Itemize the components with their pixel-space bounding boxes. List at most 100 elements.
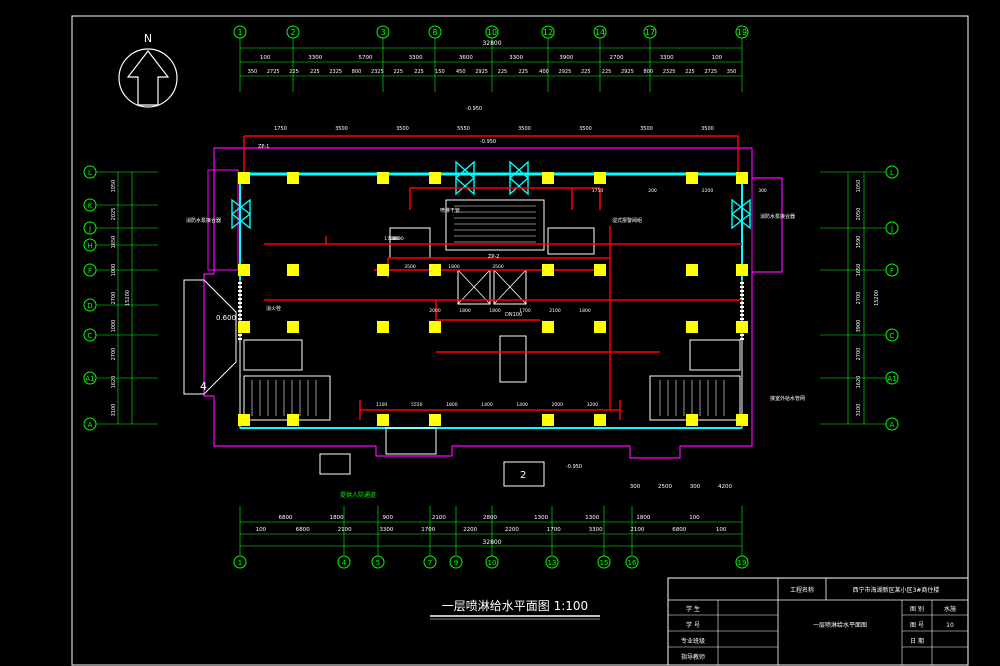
grid-label-left: L bbox=[88, 169, 92, 177]
grid-label-right: A bbox=[890, 421, 895, 429]
dim-bottom-upper: 2800 bbox=[483, 515, 497, 521]
dim-top-fine: 225 bbox=[518, 69, 528, 75]
level-left: 0.600 bbox=[216, 314, 236, 322]
dim-top-fine: 350 bbox=[727, 69, 737, 75]
dim-bottom-lower: 100 bbox=[716, 527, 727, 533]
structural-column bbox=[429, 172, 441, 184]
dim-bottom-lower: 100 bbox=[256, 527, 267, 533]
note-hydrant: 消火栓 bbox=[266, 305, 281, 312]
tb-project-name: 西宁市海湖新区某小区3#商住楼 bbox=[853, 586, 940, 594]
structural-column bbox=[287, 414, 299, 426]
dim-bottom-lower: 6800 bbox=[672, 527, 686, 533]
note-spray-main: 喷淋干管 bbox=[440, 207, 460, 214]
structural-column bbox=[736, 172, 748, 184]
dim-bottom-upper: 2100 bbox=[432, 515, 446, 521]
dim-left: 1650 bbox=[111, 236, 117, 249]
dim-top-fine: 800 bbox=[643, 69, 653, 75]
dim-top-fine: 2925 bbox=[621, 69, 634, 75]
core-stair bbox=[445, 199, 545, 251]
grid-label-left: F bbox=[88, 267, 92, 275]
dim-plan: 5550 bbox=[457, 126, 470, 132]
dim-plan: 3500 bbox=[640, 126, 653, 132]
note-fire-inlet-right: 消防水泵接合器 bbox=[760, 213, 795, 220]
drawing-title: 一层喷淋给水平面图 1:100 bbox=[442, 599, 588, 613]
title-block: 工程名称 西宁市海湖新区某小区3#商住楼 学 生 学 号 专业班级 指导教师 一… bbox=[667, 577, 969, 666]
dim-top-fine: 225 bbox=[685, 69, 695, 75]
grid-label-right: F bbox=[890, 267, 894, 275]
note-pipe-b: ZP-2 bbox=[488, 254, 499, 260]
grid-label-left: D bbox=[87, 302, 92, 310]
dim-pipe: 300 bbox=[758, 188, 767, 194]
grid-label-bottom: 4 bbox=[342, 559, 347, 567]
grid-label-bottom: 9 bbox=[454, 559, 458, 567]
structural-column bbox=[594, 414, 606, 426]
dim-right: 1620 bbox=[856, 376, 862, 389]
dim-bottom-lower: 6800 bbox=[296, 527, 310, 533]
dim-top-fine: 225 bbox=[310, 69, 320, 75]
dim-top-main: 2700 bbox=[610, 55, 624, 61]
dim-top-fine: 2725 bbox=[704, 69, 717, 75]
structural-column bbox=[736, 264, 748, 276]
dim-pipe: 3800 bbox=[392, 236, 404, 242]
grid-label-right: J bbox=[890, 225, 893, 233]
dim-top-fine: 800 bbox=[352, 69, 362, 75]
grid-label-bottom: 5 bbox=[376, 559, 380, 567]
tb-no-value: 10 bbox=[946, 622, 954, 629]
note-nearby: 提供人防通道 bbox=[340, 491, 376, 499]
dim-bottom-lower: 2200 bbox=[463, 527, 477, 533]
dim-plan: 3500 bbox=[396, 126, 409, 132]
grid-label-left: A bbox=[88, 421, 93, 429]
dim-pipe: 2100 bbox=[549, 308, 561, 314]
tb-drawing-name: 一层喷淋给水平面图 bbox=[813, 621, 867, 629]
dim-left: 2700 bbox=[111, 292, 117, 305]
tb-type-value: 水施 bbox=[944, 605, 956, 613]
structural-column bbox=[686, 264, 698, 276]
structural-column bbox=[238, 264, 250, 276]
structural-column bbox=[377, 172, 389, 184]
dim-top-fine: 150 bbox=[435, 69, 445, 75]
dim-pipe: 2000 bbox=[552, 402, 564, 408]
dim-top-fine: 225 bbox=[414, 69, 424, 75]
fire-pump-inlets bbox=[230, 160, 752, 230]
plan-geometry bbox=[183, 135, 783, 487]
dim-plan: 1750 bbox=[274, 126, 287, 132]
note-fire-inlet-left: 消防水泵接合器 bbox=[186, 217, 221, 224]
dim-pipe: 1800 bbox=[579, 308, 591, 314]
dim-top-fine: 225 bbox=[393, 69, 403, 75]
dim-top-fine: 225 bbox=[602, 69, 612, 75]
dim-bottom-lower: 2200 bbox=[505, 527, 519, 533]
dim-plan: 3500 bbox=[579, 126, 592, 132]
structural-column bbox=[542, 414, 554, 426]
dim-top-main: 3300 bbox=[509, 55, 523, 61]
dim-bottom-upper: 1300 bbox=[585, 515, 599, 521]
stair-left bbox=[243, 375, 331, 421]
grid-label-right: A1 bbox=[887, 375, 896, 383]
left-canopy bbox=[183, 279, 237, 395]
dim-right-total: 15200 bbox=[874, 290, 880, 306]
dim-left: 2025 bbox=[111, 208, 117, 221]
dim-left: 2700 bbox=[111, 348, 117, 361]
grid-label-top: 17 bbox=[645, 28, 655, 37]
grid-label-top: 8 bbox=[432, 28, 437, 37]
left-bay bbox=[207, 169, 239, 271]
grid-label-top: 10 bbox=[487, 28, 497, 37]
tb-id-label: 学 号 bbox=[686, 621, 700, 629]
dim-pipe: 1750 bbox=[592, 188, 604, 194]
valve-room bbox=[547, 227, 595, 255]
grid-label-left: J bbox=[88, 225, 91, 233]
structural-column bbox=[287, 264, 299, 276]
dim-top-main: 5700 bbox=[359, 55, 373, 61]
dim-top-main: 100 bbox=[712, 55, 723, 61]
tb-date-label: 日 期 bbox=[910, 637, 924, 645]
north-label: N bbox=[144, 32, 152, 45]
dim-bottom-upper: 1800 bbox=[330, 515, 344, 521]
grid-label-left: H bbox=[87, 242, 92, 250]
tb-type-label: 图 别 bbox=[910, 605, 924, 613]
sheet-border bbox=[71, 15, 969, 666]
note-pipe-a: ZP-1 bbox=[258, 144, 269, 150]
dim-top-fine: 450 bbox=[456, 69, 466, 75]
dim-bottom-total: 32800 bbox=[482, 539, 501, 546]
stair-right bbox=[649, 375, 741, 421]
tb-no-label: 图 号 bbox=[910, 622, 924, 629]
